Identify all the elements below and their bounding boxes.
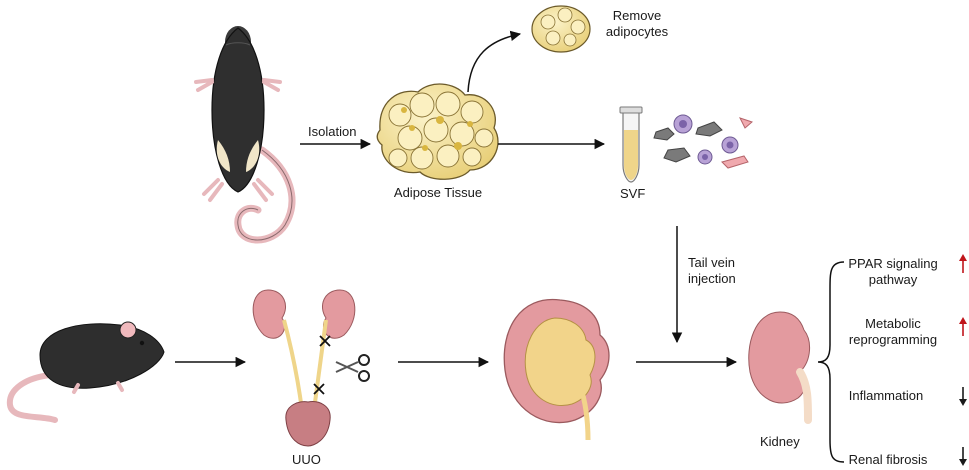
kidney-label: Kidney	[760, 434, 800, 449]
outcome-fibrosis-label: Renal fibrosis	[848, 452, 928, 467]
mouse-top-view-icon	[194, 26, 296, 244]
up-arrow-icon	[959, 317, 967, 336]
kidney-icon	[748, 311, 812, 424]
svf-label: SVF	[620, 186, 646, 201]
outcome-inflammation-label: Inflammation	[848, 388, 924, 403]
outcome-bracket	[817, 261, 845, 463]
adipose-tissue-label: Adipose Tissue	[393, 185, 483, 200]
isolation-label: Isolation	[308, 124, 357, 139]
remove-adipocytes-label: Remove adipocytes	[605, 8, 669, 39]
tail-vein-injection-label: Tail vein injection	[688, 255, 736, 286]
adipocytes-icon	[531, 5, 591, 53]
outcome-ppar-label: PPAR signaling pathway	[848, 256, 938, 287]
outcome-metabolic-label: Metabolic reprogramming	[848, 316, 938, 347]
svf-tube-icon	[619, 106, 643, 183]
mouse-side-view-icon	[6, 321, 165, 423]
down-arrow-icon	[959, 447, 967, 466]
up-arrow-icon	[959, 254, 967, 273]
uuo-kidneys-icon	[252, 289, 356, 447]
uuo-label: UUO	[292, 452, 321, 467]
scissors-icon	[335, 354, 370, 382]
down-arrow-icon	[959, 387, 967, 406]
remove-adipocytes-arrow	[467, 30, 522, 93]
svf-cells-icon	[653, 114, 753, 169]
adipose-tissue-icon	[376, 83, 499, 180]
kidney-section-icon	[503, 298, 610, 441]
